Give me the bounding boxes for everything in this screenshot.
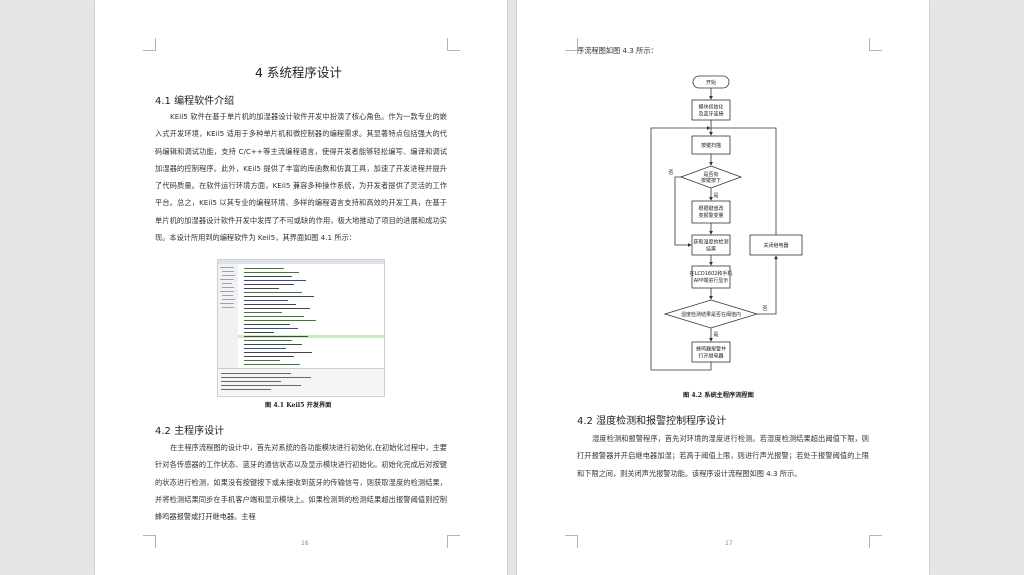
- crop-mark: [869, 535, 882, 548]
- flow-read-humidity-label-1: 获取湿度的检测: [693, 239, 728, 246]
- code-line: [244, 348, 286, 349]
- keil-code-editor: [238, 264, 384, 368]
- code-line: [244, 268, 284, 269]
- section-4-2-right-paragraph: 湿度检测和报警程序，首先对环境的湿度进行检测。若湿度检测结果超出阈值下限，则打开…: [577, 434, 869, 478]
- keil5-screenshot: [217, 259, 385, 397]
- code-line: [244, 288, 279, 289]
- flow-display-label-1: 在LCD1602和手机: [690, 270, 733, 277]
- code-line: [244, 328, 298, 329]
- flow-alarm-label-2: 打开继电器: [698, 353, 723, 360]
- code-line: [244, 360, 280, 361]
- flow-start-label: 开始: [706, 79, 716, 86]
- crop-mark: [565, 535, 578, 548]
- code-line: [244, 340, 292, 341]
- code-line: [244, 280, 306, 281]
- section-title-4-1: 4.1 编程软件介绍: [155, 96, 235, 107]
- crop-mark: [447, 38, 460, 51]
- flow-display: [691, 265, 731, 289]
- code-line: [244, 336, 308, 337]
- flow-yes-label-2: 是: [713, 332, 718, 338]
- flow-display-label-2: APP端进行显示: [694, 277, 728, 284]
- flow-alarm-label-1: 蜂鸣器报警并: [696, 346, 726, 353]
- section-title-4-2-right: 4.2 湿度检测和报警控制程序设计: [577, 416, 727, 427]
- code-line: [244, 316, 304, 317]
- code-line: [244, 320, 316, 321]
- code-line: [244, 332, 274, 333]
- section-4-1-paragraph: KEil5 软件在基于单片机的加湿器设计软件开发中扮演了核心角色。作为一款专业的…: [155, 112, 447, 243]
- flow-key-pressed-label-1: 是否有: [703, 171, 718, 178]
- figure-4-1-caption: 图 4.1 Keil5 开发界面: [265, 402, 332, 409]
- keil-toolbar: [218, 260, 384, 264]
- crop-mark: [447, 535, 460, 548]
- code-line: [244, 344, 302, 345]
- flow-key-pressed-label-2: 按键按下: [701, 177, 721, 184]
- code-line: [244, 352, 312, 353]
- code-line: [244, 308, 310, 309]
- code-line: [244, 312, 282, 313]
- code-line: [244, 296, 314, 297]
- section-title-4-2: 4.2 主程序设计: [155, 426, 225, 437]
- code-line: [244, 276, 292, 277]
- flow-init-label-2: 及蓝牙连接: [698, 111, 723, 118]
- flow-update-label-2: 变报警变量: [698, 212, 723, 219]
- crop-mark: [143, 535, 156, 548]
- main-program-flowchart: 开始 模块初始化 及蓝牙连接 按键扫描 是否有 按键按下 根据键值改 变报警变量…: [650, 75, 803, 371]
- flow-close-relay-label: 关闭继电器: [763, 242, 788, 249]
- crop-mark: [869, 38, 882, 51]
- flow-update-label-1: 根据键值改: [698, 205, 723, 212]
- keil-project-tree: [218, 264, 239, 368]
- flow-update-threshold: [691, 200, 731, 224]
- flow-key-scan-label: 按键扫描: [701, 142, 721, 149]
- flow-init-label-1: 模块初始化: [698, 104, 723, 111]
- crop-mark: [143, 38, 156, 51]
- keil-build-output: [218, 368, 384, 396]
- page-number: 16: [301, 540, 309, 547]
- code-line: [244, 292, 302, 293]
- document-page-17: 序流程图如图 4.3 所示：: [517, 0, 929, 575]
- code-line: [244, 356, 294, 357]
- flow-no-label-2: 否: [762, 306, 767, 312]
- figure-4-2-caption: 图 4.2 系统主程序流程图: [683, 392, 754, 399]
- code-line: [244, 324, 290, 325]
- chapter-title: 4 系统程序设计: [255, 65, 342, 80]
- flow-compare-label: 湿度检测结果是否在阈值内: [681, 311, 741, 318]
- page-number: 17: [725, 540, 733, 547]
- document-page-16: 4 系统程序设计 4.1 编程软件介绍 KEil5 软件在基于单片机的加湿器设计…: [95, 0, 507, 575]
- code-line: [244, 272, 299, 273]
- flow-read-humidity-label-2: 结果: [706, 246, 716, 253]
- flow-yes-label-1: 是: [713, 193, 718, 199]
- section-4-2-paragraph: 在主程序流程图的设计中，首先对系统的各功能模块进行初始化,在初始化过程中，主要针…: [155, 443, 447, 522]
- flow-no-label-1: 否: [668, 170, 673, 176]
- code-line: [244, 304, 296, 305]
- code-line: [244, 364, 300, 365]
- code-line: [244, 284, 294, 285]
- continuation-text: 序流程图如图 4.3 所示：: [577, 46, 658, 55]
- crop-mark: [565, 38, 578, 51]
- highlighted-line: [238, 335, 384, 338]
- code-line: [244, 300, 288, 301]
